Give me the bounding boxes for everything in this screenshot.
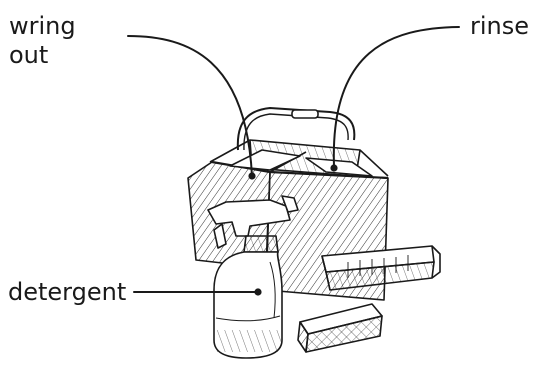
wring-out-leader [128, 36, 252, 176]
label-wring-out: wring out [9, 12, 119, 70]
label-detergent: detergent [8, 278, 126, 307]
rinse-leader [334, 27, 459, 166]
sponge [298, 304, 382, 352]
wring-out-marker [248, 172, 255, 179]
label-rinse: rinse [470, 12, 529, 41]
detergent-marker [254, 288, 261, 295]
rinse-marker [330, 164, 337, 171]
